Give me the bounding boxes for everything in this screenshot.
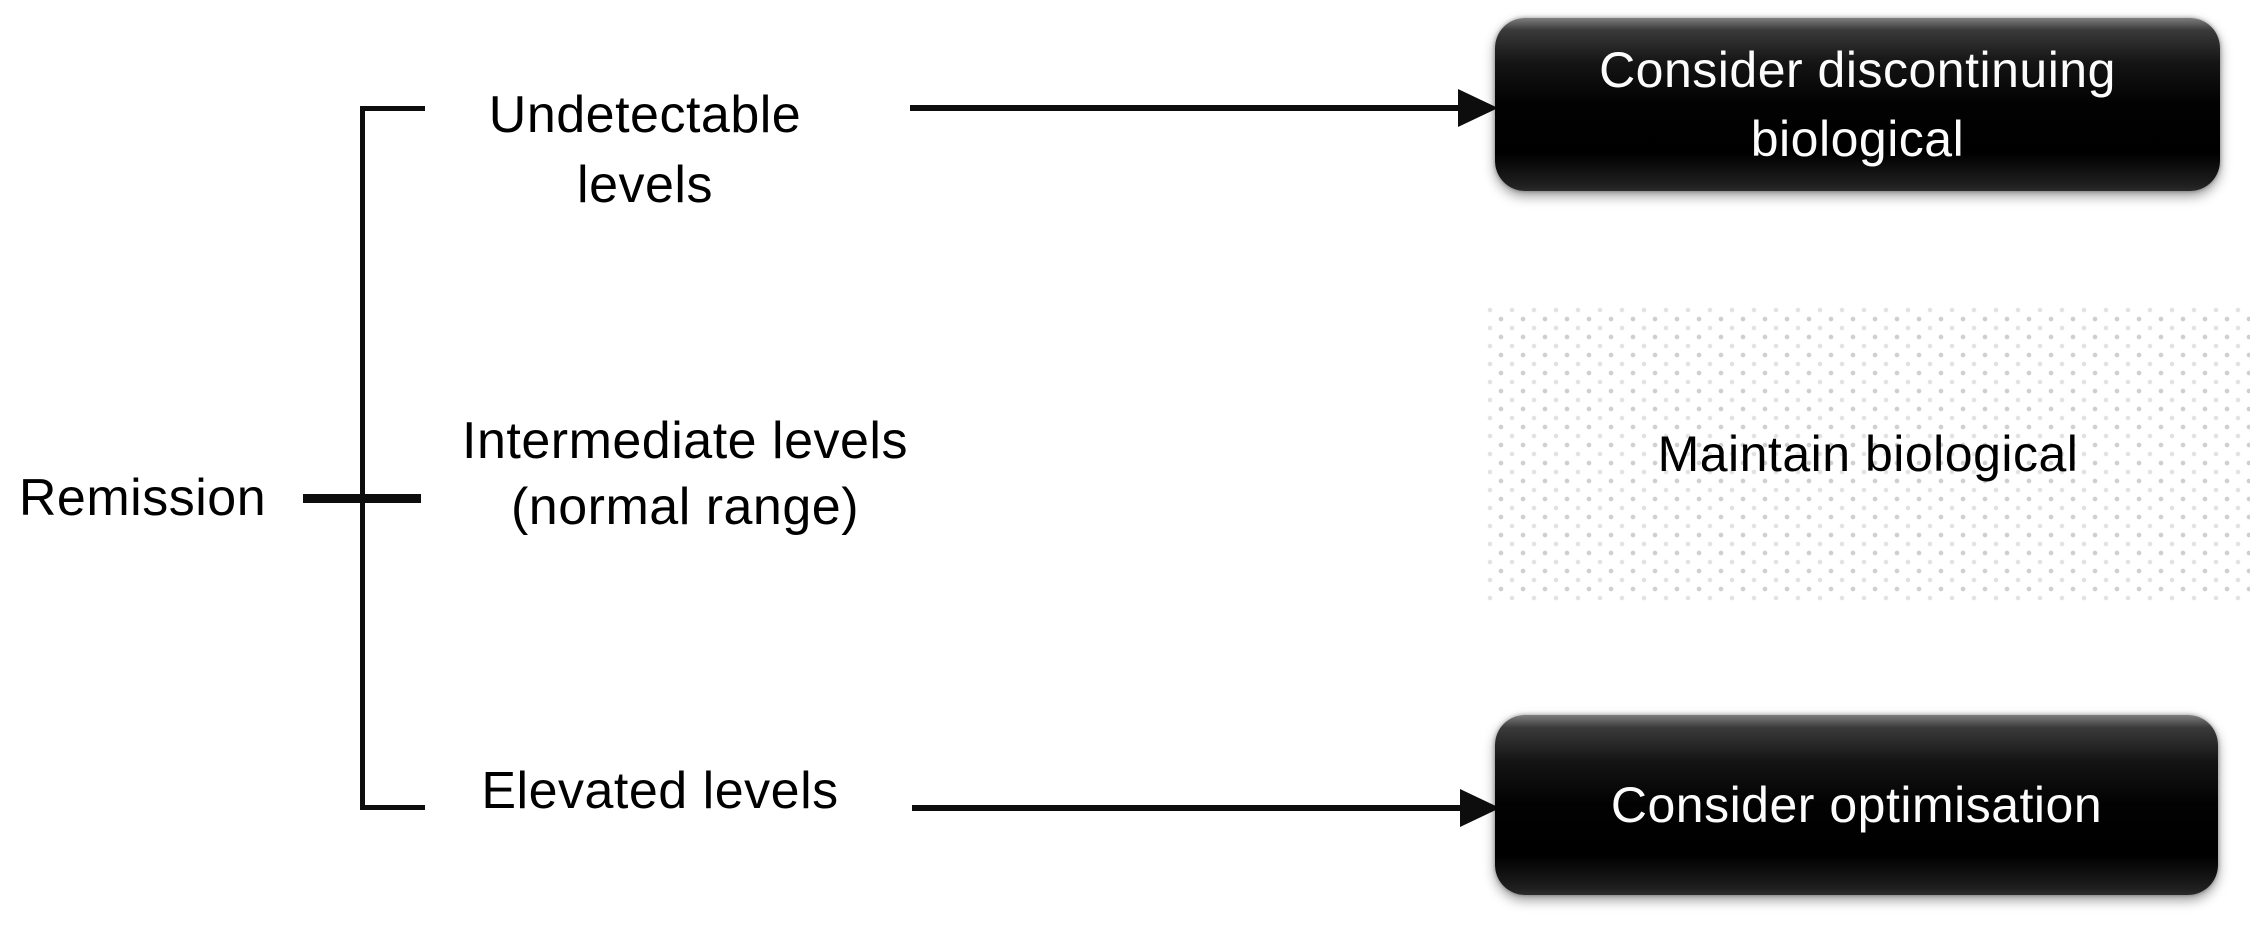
outcome-text-line: Consider optimisation [1610,776,2103,833]
branch-label-elevated: Elevated levels [440,762,880,820]
branch-stub-undetectable [360,106,425,111]
root-label-remission: Remission [18,469,267,527]
outcome-text-line: biological [1750,110,1965,167]
branch-label-line: (normal range) [510,478,860,536]
outcome-text-line: Maintain biological [1657,426,2079,482]
branch-stub-elevated [360,805,425,810]
branch-label-line: levels [577,156,713,214]
branch-label-line: Elevated levels [481,762,839,820]
arrow-head-icon [1460,789,1500,827]
branch-label-undetectable: Undetectable levels [430,80,860,220]
outcome-box-consider-discontinuing: Consider discontinuing biological [1495,18,2220,191]
branch-label-intermediate: Intermediate levels (normal range) [430,408,940,540]
outcome-text-line: Consider discontinuing [1599,41,2116,98]
branch-label-line: Undetectable [488,86,802,144]
branch-trunk-line [360,106,365,810]
outcome-box-consider-optimisation: Consider optimisation [1495,715,2218,895]
arrow-head-icon [1458,89,1498,127]
outcome-region-maintain-biological: Maintain biological [1486,306,2250,602]
arrow-shaft [912,805,1462,811]
arrow-shaft [910,105,1462,111]
branch-label-line: Intermediate levels [462,412,908,470]
